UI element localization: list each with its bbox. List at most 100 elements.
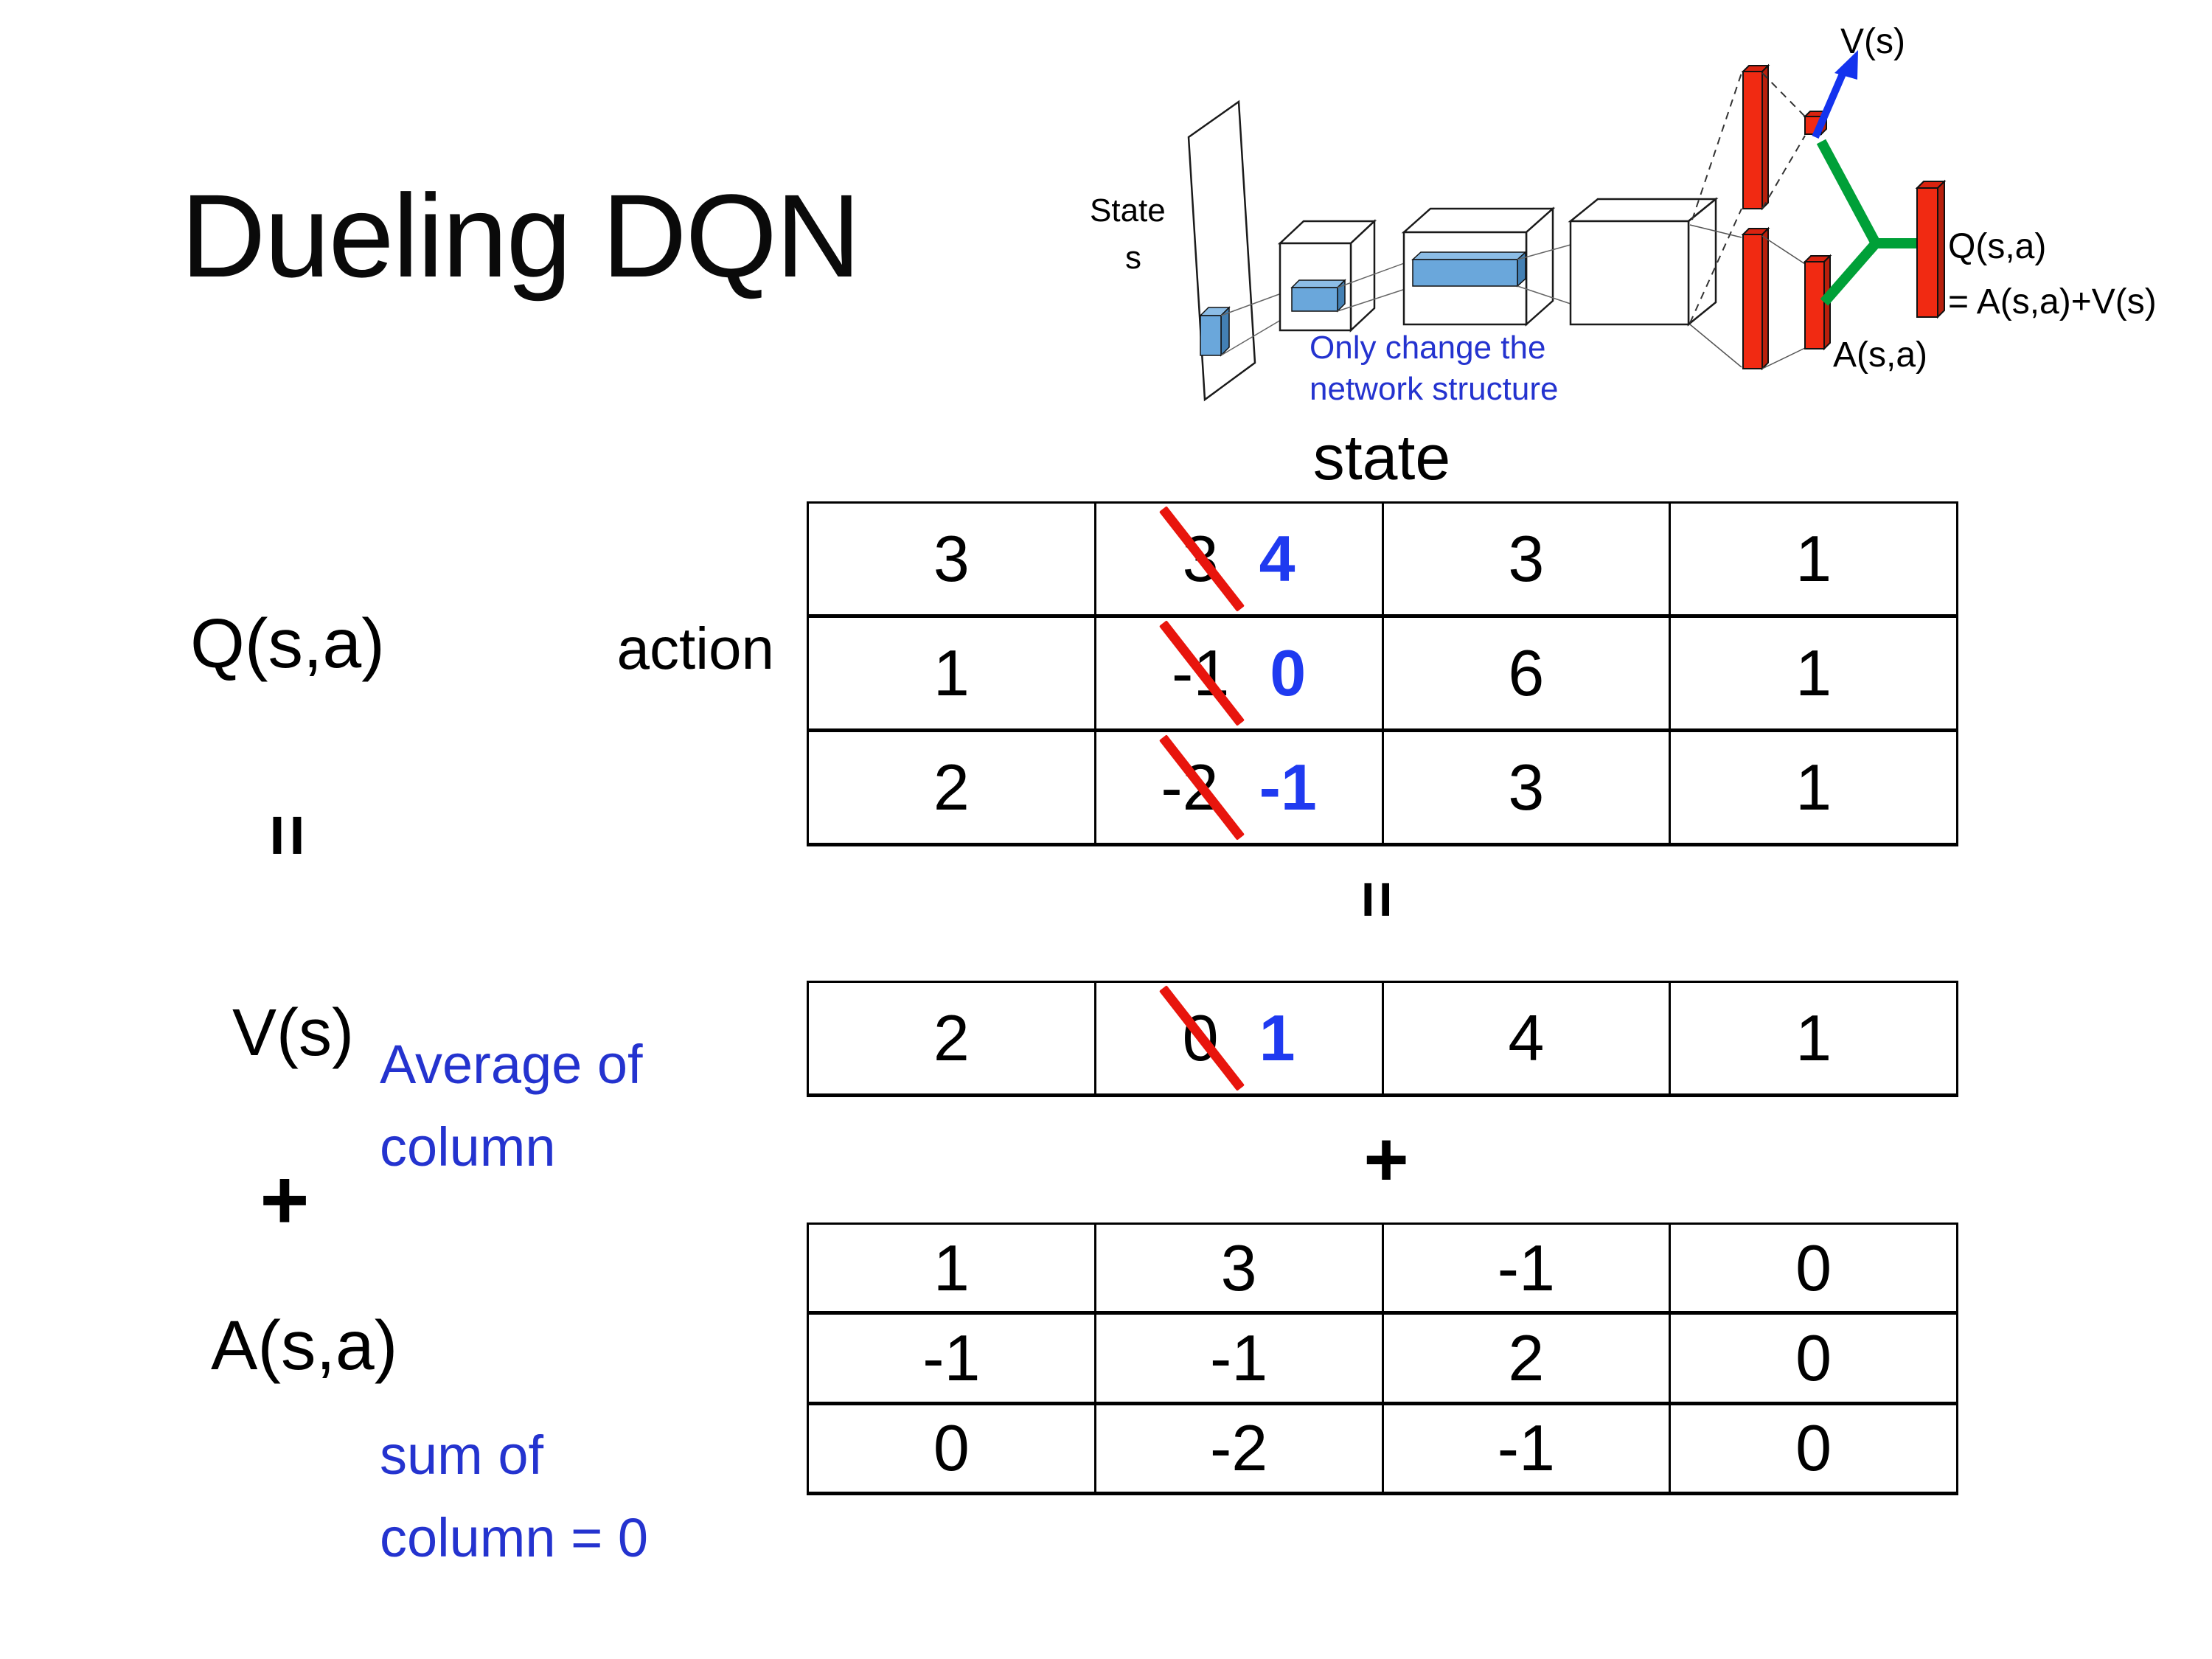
cell-value: 4 [1508, 1001, 1545, 1074]
table-cell: -2-1 [1096, 732, 1384, 843]
table-cell: -1 [1096, 1315, 1384, 1402]
cell-value: -1 [1497, 1231, 1555, 1304]
value-arrow [1812, 71, 1847, 139]
aggregate-branch-top [1816, 139, 1917, 248]
table-cell: 3 [1384, 732, 1672, 843]
connector-line [1761, 235, 1806, 265]
cell-value: 0 [933, 1411, 970, 1485]
cell-value: 2 [933, 1001, 970, 1074]
table-cell: 1 [1671, 504, 1956, 614]
table-cell: -1 [809, 1315, 1096, 1402]
cell-value: 2 [1508, 1321, 1545, 1394]
table-row: 1 -106 1 [809, 618, 1956, 732]
cell-value: 2 [933, 751, 970, 824]
v-vector-label: V(s) [232, 996, 354, 1070]
cell-value: -1 [1497, 1411, 1555, 1485]
fc-box [1568, 197, 1719, 327]
value-arrowhead-icon [1834, 50, 1858, 80]
q-matrix-label: Q(s,a) [190, 605, 385, 683]
note-line: column [380, 1116, 556, 1178]
note-line: Average of [380, 1034, 643, 1095]
dashed-connector [1761, 135, 1806, 209]
page-title: Dueling DQN [181, 170, 861, 302]
cell-value: 1 [1795, 636, 1832, 709]
table-cell: -2 [1096, 1405, 1384, 1492]
connector-line [1689, 324, 1742, 368]
table-cell: -1 [1384, 1405, 1672, 1492]
table-cell: -10 [1096, 618, 1384, 728]
table-cell: 2 [809, 983, 1096, 1093]
cell-value: 0 [1795, 1231, 1832, 1304]
advantage-head-bar [1803, 254, 1832, 351]
equals-sign-left: = [246, 813, 329, 858]
table-cell: 2 [1384, 1315, 1672, 1402]
diagram-note-line1: Only change the [1310, 330, 1545, 366]
connector-line [1517, 244, 1571, 260]
table-row: 20141 [809, 983, 1956, 1093]
q-output-bar [1915, 179, 1947, 319]
note-line: column = 0 [380, 1507, 649, 1568]
action-axis-label: action [616, 616, 774, 681]
cell-value: 1 [933, 1231, 970, 1304]
replacement-value: 0 [1270, 636, 1307, 709]
connector-line [1337, 285, 1415, 312]
v-value-table: 20141 [807, 981, 1958, 1097]
table-cell: 0 [1671, 1225, 1956, 1311]
cell-value: -1 [1210, 1321, 1268, 1394]
connector-line [1761, 347, 1806, 369]
table-cell: 1 [1671, 618, 1956, 728]
cell-value: 0 [1795, 1411, 1832, 1485]
crossed-out-value: -2 [1161, 751, 1219, 824]
connector-line [1337, 259, 1415, 288]
table-row: 1 3 -1 0 [809, 1225, 1956, 1315]
state-axis-label: state [1312, 422, 1451, 493]
table-row: 33431 [809, 504, 1956, 618]
table-cell: 1 [809, 618, 1096, 728]
table-cell: -1 [1384, 1225, 1672, 1312]
cell-value: 3 [1508, 522, 1545, 595]
feature-slab-2 [1411, 251, 1527, 288]
table-cell: 1 [1671, 983, 1956, 1093]
table-cell: 6 [1384, 618, 1672, 728]
table-cell: 1 [1671, 732, 1956, 843]
value-stream-bar [1741, 63, 1770, 211]
diagram-q-formula: = A(s,a)+V(s) [1948, 282, 2157, 321]
replacement-value: 4 [1259, 522, 1295, 595]
average-of-column-note: Average of column [380, 1023, 643, 1189]
connector-line [1517, 285, 1571, 305]
table-cell: 4 [1384, 983, 1672, 1093]
diagram-state-label: State [1090, 192, 1166, 229]
dashed-connector [1761, 72, 1806, 117]
cell-value: 1 [1795, 1001, 1832, 1074]
cell-value: 3 [933, 522, 970, 595]
table-cell: 0 [809, 1405, 1096, 1492]
cell-value: 1 [1795, 751, 1832, 824]
cell-value: -1 [922, 1321, 981, 1394]
diagram-a-label: A(s,a) [1833, 335, 1927, 375]
table-cell: 1 [809, 1225, 1096, 1312]
plus-sign-middle: + [1363, 1116, 1409, 1203]
diagram-v-label: V(s) [1840, 22, 1905, 61]
cell-value: 3 [1220, 1231, 1257, 1304]
conv-filter-icon [1199, 306, 1231, 357]
connector-line [1689, 224, 1742, 238]
feature-slab-1 [1290, 279, 1346, 313]
table-row: 2 -2-1 3 1 [809, 732, 1956, 843]
diagram-q-label: Q(s,a) [1948, 227, 2046, 266]
advantage-stream-bar [1741, 226, 1770, 371]
cell-value: 1 [933, 636, 970, 709]
table-cell: 3 [809, 504, 1096, 614]
table-cell: 0 [1671, 1405, 1956, 1492]
diagram-note-line2: network structure [1310, 371, 1558, 407]
cell-value: 3 [1508, 751, 1545, 824]
note-line: sum of [380, 1425, 544, 1486]
aggregate-branch-bottom [1820, 240, 1880, 306]
table-row: 0 -2 -1 0 [809, 1405, 1956, 1492]
replacement-value: 1 [1259, 1001, 1295, 1074]
cell-value: 1 [1795, 522, 1832, 595]
diagram-state-s-label: s [1125, 240, 1141, 276]
